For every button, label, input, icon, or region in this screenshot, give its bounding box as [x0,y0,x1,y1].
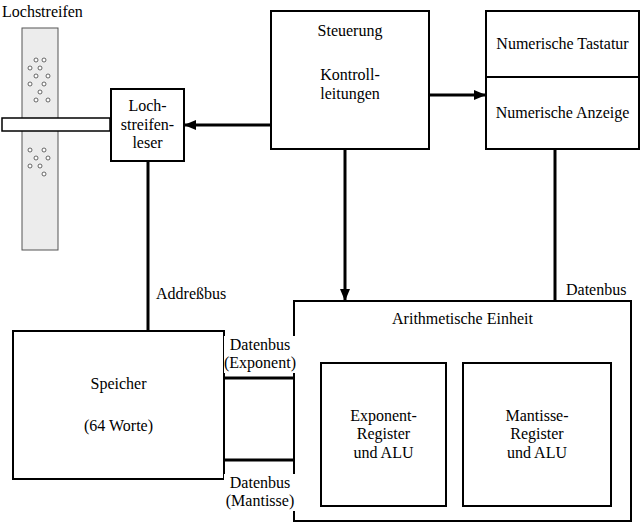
memory-box: Speicher (64 Worte) [12,330,225,480]
bus-line [147,162,150,330]
bus-label: Datenbus (Exponent) [224,336,296,373]
arithmetic-unit: Arithmetische EinheitExponent- Register … [293,300,632,522]
box-title: Mantisse- Register und ALU [500,407,575,462]
box-title: Steuerung [318,22,383,40]
bus-line [344,150,347,300]
reader-slot [2,118,110,131]
box-title: Exponent- Register und ALU [346,407,421,462]
bus-line [225,377,293,380]
box-title: Loch- streifen- leser [114,97,181,152]
bus-line [430,94,485,97]
bus-line [554,150,557,300]
tape-holes [28,58,50,176]
box-title: Numerische Anzeige [496,104,630,122]
exponent-alu: Exponent- Register und ALU [320,362,447,507]
bus-line [225,459,293,462]
reader-box: Loch- streifen- leser [110,88,185,162]
control-box: SteuerungKontroll- leitungen [270,10,430,150]
bus-line [185,124,270,127]
display-box: Numerische Anzeige [485,76,640,150]
bus-label: Datenbus (Mantisse) [224,474,296,511]
paper-tape [22,28,58,250]
box-title: Arithmetische Einheit [392,310,533,328]
keyboard-box: Numerische Tastatur [485,10,640,78]
bus-label: Addreßbus [156,285,226,303]
box-title: Speicher [91,375,147,393]
caption-label: Lochstreifen [2,3,83,21]
bus-label: Datenbus [566,281,626,299]
box-text: (64 Worte) [84,417,153,435]
mantissa-alu: Mantisse- Register und ALU [462,362,612,507]
box-title: Numerische Tastatur [496,35,628,53]
box-text: Kontroll- leitungen [305,66,395,103]
